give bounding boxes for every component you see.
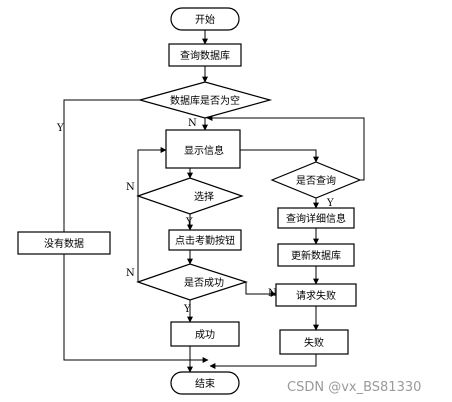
node-request-fail-label: 请求失败 [296, 289, 336, 302]
node-start: 开始 [170, 7, 240, 31]
edge-fail-to-end [209, 354, 317, 369]
node-fail: 失败 [279, 329, 349, 355]
edge-show-info-to-query-check [240, 149, 319, 163]
node-update-db-label: 更新数据库 [291, 249, 341, 262]
label-empty-yes: Y [56, 123, 64, 134]
node-is-success: 是否成功 [136, 263, 248, 301]
node-show-info-label: 显示信息 [184, 144, 224, 157]
node-update-db: 更新数据库 [277, 243, 355, 267]
edges [63, 30, 365, 373]
node-query-detail-label: 查询详细信息 [286, 212, 346, 225]
node-no-data: 没有数据 [17, 231, 111, 255]
node-query-db: 查询数据库 [168, 43, 242, 67]
node-query-db-label: 查询数据库 [180, 49, 230, 62]
edge-success-no-to-request-fail [245, 282, 277, 297]
node-click-attend-label: 点击考勤按钮 [175, 234, 235, 247]
label-select-no: N [126, 182, 135, 193]
node-db-empty-label: 数据库是否为空 [170, 94, 240, 107]
edge-empty-yes-to-no-data [63, 99, 140, 232]
label-select-yes: Y [185, 217, 193, 228]
node-end: 结束 [170, 371, 240, 395]
label-empty-no: N [188, 118, 197, 129]
node-no-data-label: 没有数据 [44, 237, 84, 250]
edge-no-data-to-end [63, 254, 209, 363]
node-db-empty: 数据库是否为空 [137, 81, 273, 119]
edge-query-check-no-loop [206, 115, 365, 181]
node-select-label: 选择 [194, 190, 214, 203]
node-click-attend: 点击考勤按钮 [168, 229, 242, 251]
edge-labels: Y N Y Y N Y N N [56, 118, 334, 315]
node-request-fail: 请求失败 [275, 283, 357, 307]
node-start-label: 开始 [195, 13, 215, 26]
node-query-detail: 查询详细信息 [277, 207, 355, 229]
label-success-no-left: N [126, 268, 135, 279]
label-success-no-right: N [268, 288, 277, 299]
node-success-label: 成功 [195, 329, 215, 341]
node-success: 成功 [170, 321, 240, 347]
node-is-success-label: 是否成功 [184, 277, 224, 289]
node-end-label: 结束 [195, 377, 215, 390]
node-is-query: 是否查询 [270, 161, 362, 199]
label-success-yes: Y [183, 304, 191, 315]
node-is-query-label: 是否查询 [296, 174, 336, 187]
label-query-yes: Y [326, 198, 334, 209]
node-fail-label: 失败 [304, 336, 324, 349]
watermark: CSDN @vx_BS81330 [287, 380, 421, 395]
node-show-info: 显示信息 [165, 129, 241, 169]
node-select: 选择 [136, 177, 244, 215]
